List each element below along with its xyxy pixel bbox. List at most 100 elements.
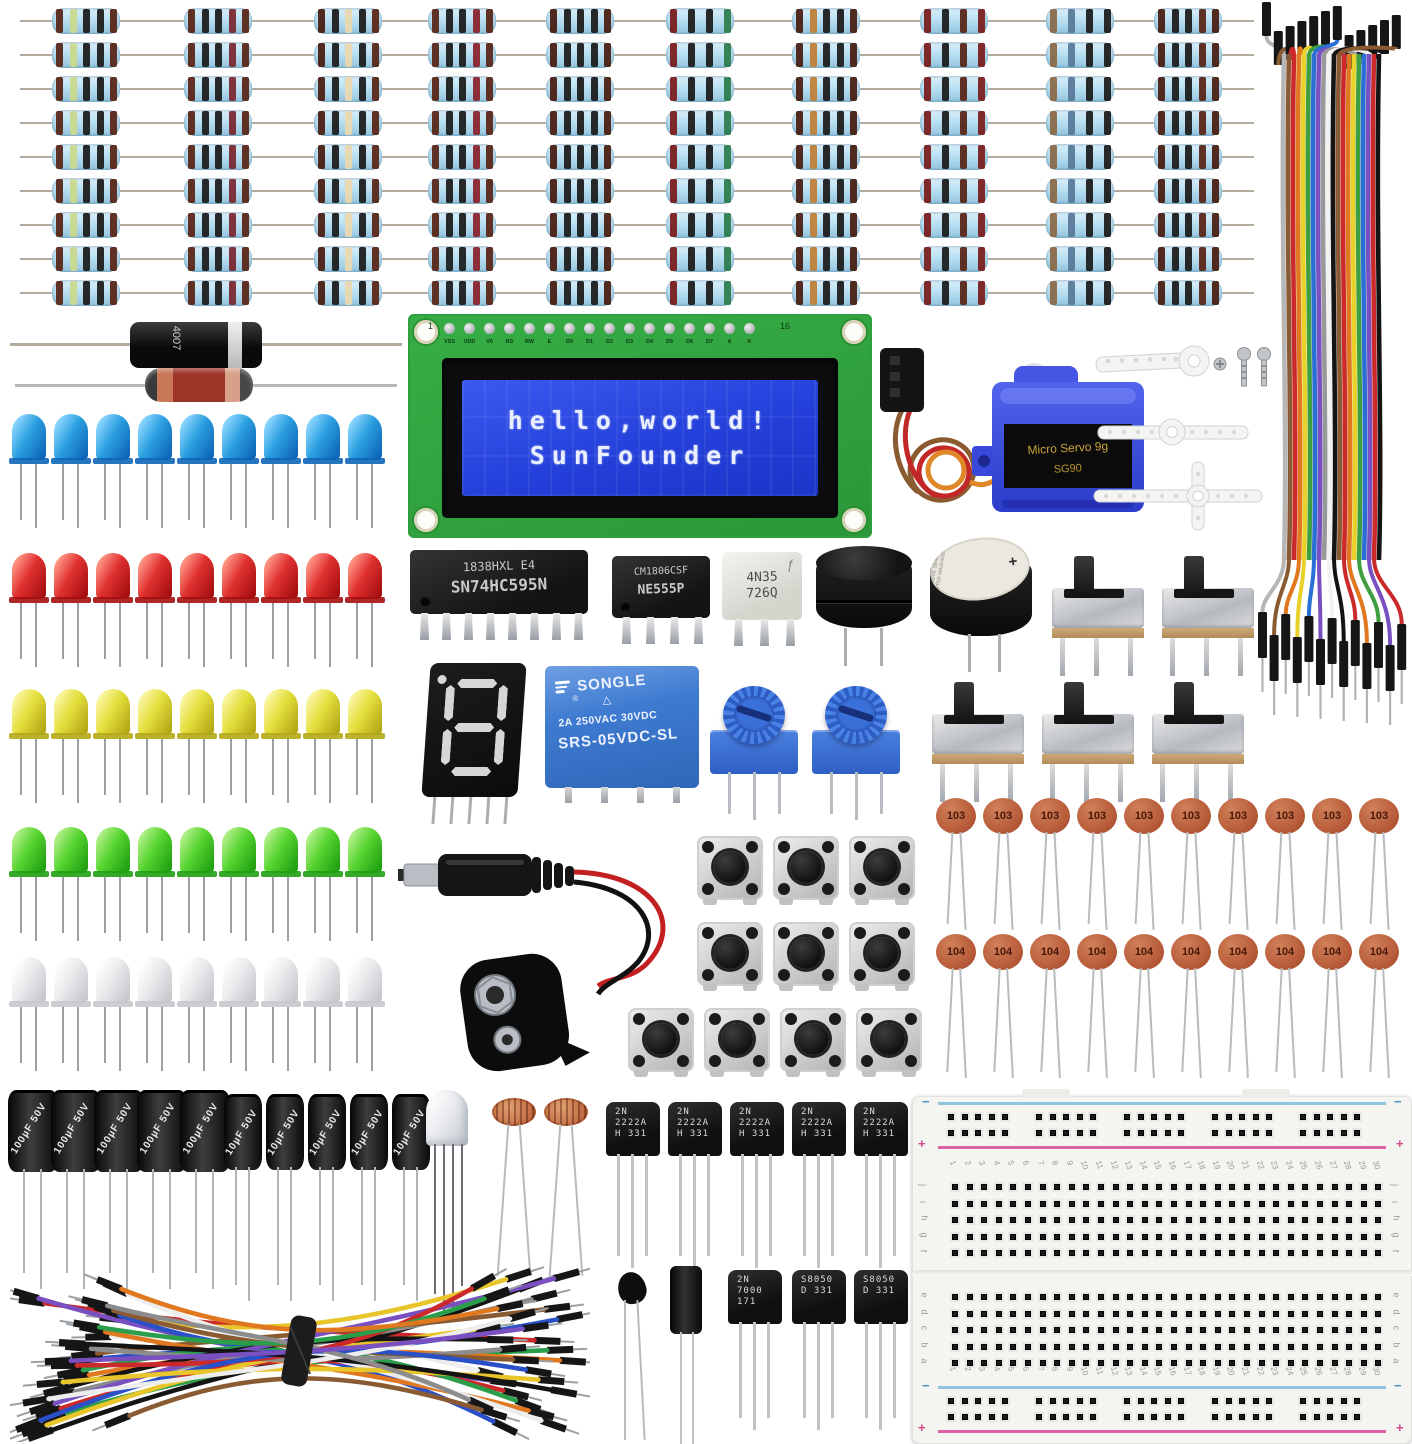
color-band bbox=[201, 179, 209, 203]
resistor-lead bbox=[514, 122, 548, 124]
resistor-body bbox=[428, 280, 496, 306]
color-band bbox=[345, 9, 352, 33]
resistor-lead bbox=[858, 54, 892, 56]
resistor bbox=[1014, 212, 1146, 238]
resistor bbox=[152, 212, 284, 238]
button-tab bbox=[855, 898, 869, 905]
column-number: 2 bbox=[962, 1365, 973, 1373]
rail-hole bbox=[1178, 1414, 1184, 1420]
servo-horn-double bbox=[1097, 418, 1249, 446]
led-leg bbox=[161, 1007, 163, 1071]
capacitor-head: 104 bbox=[1312, 934, 1352, 970]
resistor bbox=[634, 42, 766, 68]
color-band bbox=[1158, 179, 1165, 203]
resistor bbox=[888, 8, 1020, 34]
column-number: 4 bbox=[991, 1365, 1002, 1373]
capacitor-lead bbox=[1147, 832, 1155, 930]
resistor bbox=[20, 42, 152, 68]
color-band bbox=[201, 9, 209, 33]
terminal-hole bbox=[1200, 1200, 1207, 1207]
led-flange bbox=[177, 458, 217, 464]
potentiometer-leg bbox=[778, 772, 781, 814]
resistor-lead bbox=[152, 156, 186, 158]
button-contact-dot bbox=[829, 1013, 841, 1025]
resistor-lead bbox=[760, 54, 794, 56]
color-band bbox=[1086, 111, 1093, 135]
display-pin bbox=[431, 797, 436, 824]
resistor bbox=[514, 110, 646, 136]
adjust-slot bbox=[735, 704, 773, 723]
capacitor-lead bbox=[1006, 968, 1014, 1078]
color-band bbox=[472, 281, 480, 305]
button-contact-dot bbox=[709, 1013, 721, 1025]
resistor bbox=[152, 42, 284, 68]
led-flange bbox=[9, 597, 49, 603]
capacitor-body: 10µF 50V bbox=[266, 1094, 304, 1170]
column-number: 17 bbox=[1181, 1365, 1193, 1377]
terminal-hole bbox=[981, 1250, 988, 1256]
terminal-hole bbox=[1010, 1250, 1017, 1256]
led-dome bbox=[54, 957, 88, 1003]
column-number: 3 bbox=[977, 1159, 987, 1167]
led-leg bbox=[287, 603, 289, 667]
color-band bbox=[318, 9, 325, 33]
resistor-lead bbox=[732, 88, 766, 90]
terminal-hole bbox=[995, 1184, 1002, 1190]
color-band bbox=[590, 281, 598, 305]
rail-hole bbox=[1124, 1114, 1130, 1120]
resistor bbox=[514, 76, 646, 102]
led-leg bbox=[188, 464, 190, 520]
terminal-hole bbox=[1068, 1217, 1075, 1223]
button-tab bbox=[710, 1070, 724, 1077]
terminal-hole bbox=[1331, 1250, 1338, 1256]
servo-screws bbox=[1213, 347, 1271, 387]
resistor-lead bbox=[250, 88, 284, 90]
button-tab bbox=[786, 1070, 800, 1077]
terminal-hole bbox=[966, 1250, 973, 1256]
color-band bbox=[1068, 9, 1075, 33]
capacitor-head: 103 bbox=[1124, 798, 1164, 834]
color-band bbox=[242, 213, 249, 237]
color-band bbox=[550, 9, 557, 33]
capacitor-lead bbox=[1275, 832, 1283, 924]
color-band bbox=[69, 213, 77, 237]
button-tab bbox=[750, 1070, 764, 1077]
switch-knob bbox=[1074, 556, 1094, 598]
led-flange bbox=[9, 458, 49, 464]
resistor bbox=[282, 110, 414, 136]
resistor-body bbox=[666, 76, 734, 102]
mounting-hole bbox=[414, 320, 438, 344]
color-band bbox=[1068, 247, 1075, 271]
wire-connector bbox=[553, 1268, 581, 1282]
pin-tip bbox=[525, 1345, 541, 1349]
resistor bbox=[282, 76, 414, 102]
resistor-body bbox=[920, 280, 988, 306]
resistor-lead bbox=[396, 258, 430, 260]
female-header bbox=[1332, 6, 1342, 40]
led-flange bbox=[261, 733, 301, 739]
column-number: 23 bbox=[1269, 1159, 1281, 1171]
capacitor-lead bbox=[1134, 832, 1142, 924]
resistor bbox=[20, 212, 152, 238]
resistor bbox=[888, 212, 1020, 238]
capacitor-head: 103 bbox=[1359, 798, 1399, 834]
color-band bbox=[604, 77, 611, 101]
wire-connector bbox=[34, 1404, 62, 1420]
terminal-hole bbox=[1258, 1200, 1265, 1207]
terminal-hole bbox=[1375, 1327, 1382, 1333]
terminal-hole bbox=[1331, 1200, 1338, 1207]
resistor bbox=[634, 8, 766, 34]
resistor-lead bbox=[732, 54, 766, 56]
wire bbox=[1347, 557, 1369, 644]
terminal-hole bbox=[1200, 1294, 1207, 1300]
button-contact-dot bbox=[898, 969, 910, 981]
pin-tip bbox=[560, 1340, 575, 1344]
color-band bbox=[978, 111, 985, 135]
rail-hole bbox=[1225, 1414, 1232, 1420]
resistor bbox=[1122, 144, 1254, 170]
resistor-lead bbox=[986, 156, 1020, 158]
ribbon-wire bbox=[1325, 53, 1333, 561]
pin-tip bbox=[92, 1424, 106, 1432]
led-red bbox=[9, 553, 49, 683]
resistor-lead bbox=[1014, 258, 1048, 260]
